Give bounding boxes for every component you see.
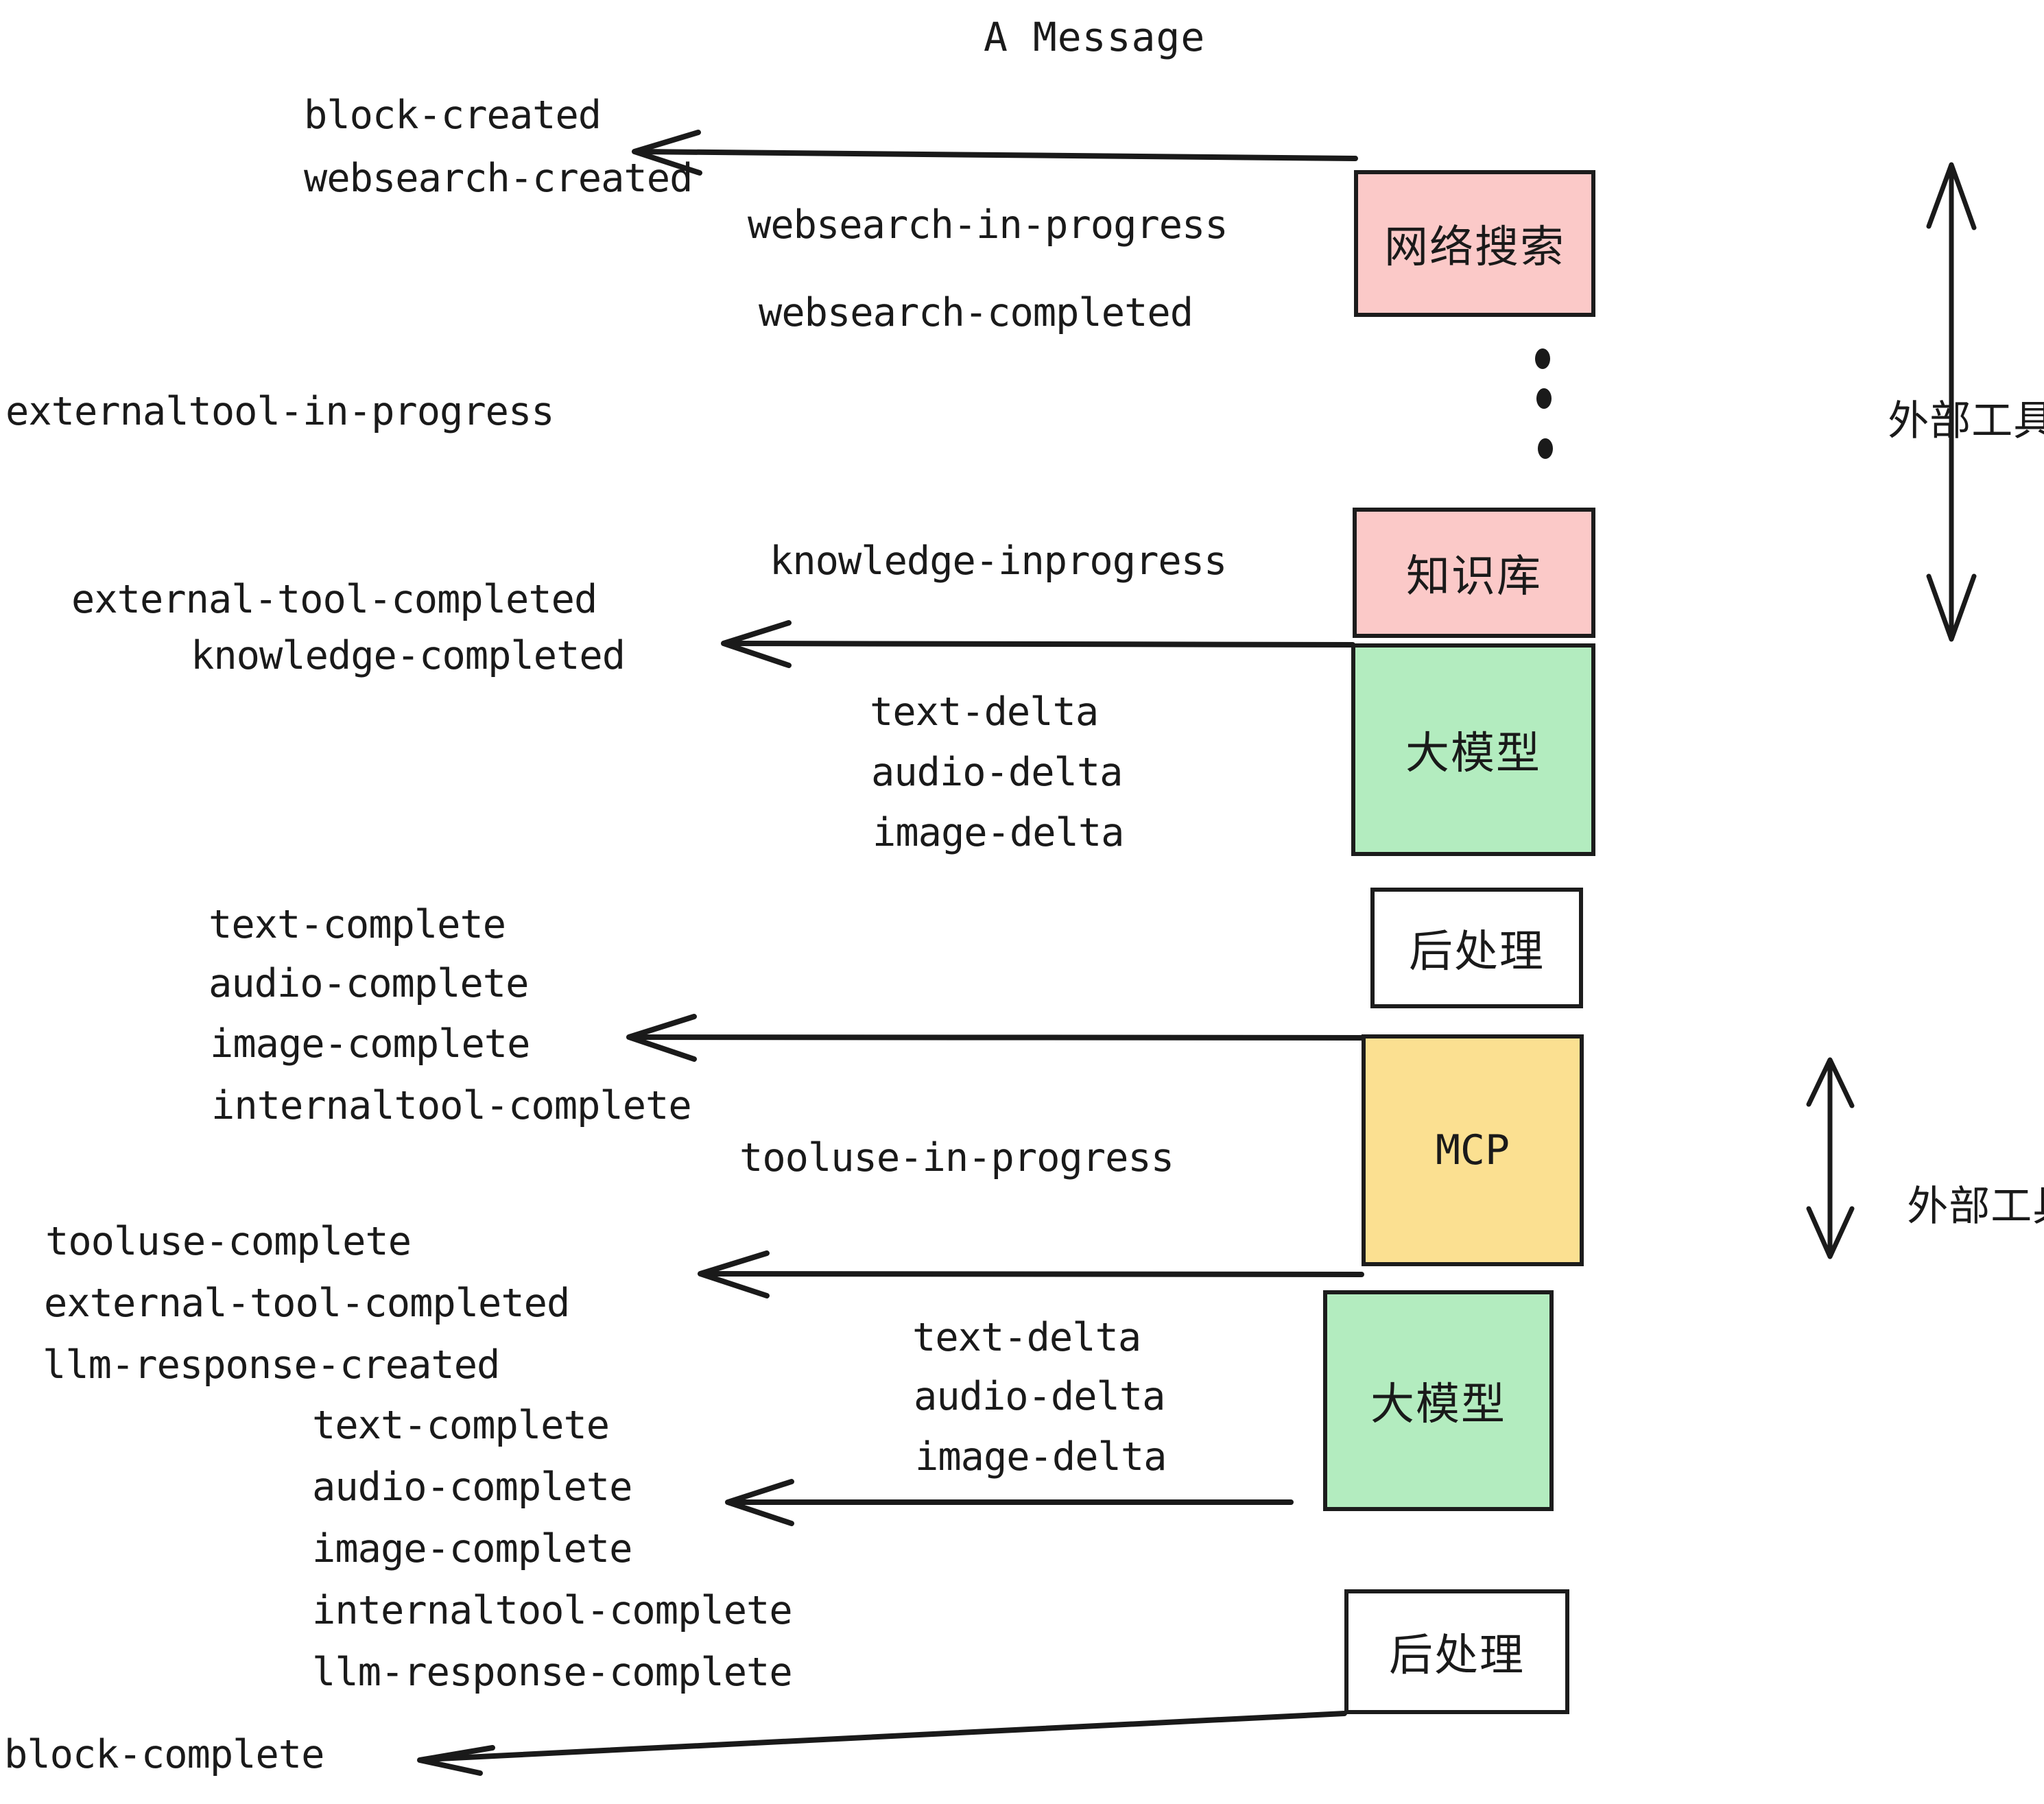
node-mcp[interactable]: MCP xyxy=(1362,1034,1584,1266)
event-external-tool-completed-2: external-tool-completed xyxy=(44,1281,570,1326)
node-postprocess-bottom[interactable]: 后处理 xyxy=(1344,1589,1569,1714)
side-label-external-tool-bottom: 外部工具 xyxy=(1852,1125,2044,1281)
arrow-postprocess-top-to-events xyxy=(626,1014,1375,1062)
node-llm-bottom-label: 大模型 xyxy=(1370,1379,1506,1430)
node-llm-top-label: 大模型 xyxy=(1405,728,1541,779)
arrow-knowledge-to-events xyxy=(721,620,1355,668)
node-llm-bottom[interactable]: 大模型 xyxy=(1323,1290,1554,1511)
node-knowledge[interactable]: 知识库 xyxy=(1353,508,1595,638)
ellipsis-dot-3 xyxy=(1538,438,1553,459)
side-label-external-tool-top: 外部工具 xyxy=(1833,340,2044,495)
event-image-complete-2: image-complete xyxy=(312,1526,632,1571)
event-knowledge-completed: knowledge-completed xyxy=(191,633,626,678)
arrow-postprocess-bottom-to-block-complete xyxy=(417,1711,1347,1776)
event-audio-delta-2: audio-delta xyxy=(914,1374,1165,1419)
event-audio-complete-2: audio-complete xyxy=(312,1464,632,1510)
event-text-delta-2: text-delta xyxy=(912,1315,1141,1360)
event-llm-response-created: llm-response-created xyxy=(43,1342,500,1388)
event-block-complete: block-complete xyxy=(4,1732,324,1777)
node-postprocess-bottom-label: 后处理 xyxy=(1389,1630,1525,1681)
event-knowledge-inprogress: knowledge-inprogress xyxy=(770,538,1227,584)
event-llm-response-complete: llm-response-complete xyxy=(312,1650,793,1695)
event-text-complete-2: text-complete xyxy=(312,1403,610,1448)
event-websearch-created: websearch-created xyxy=(304,156,693,201)
event-internaltool-complete-1: internaltool-complete xyxy=(211,1083,692,1128)
external-tool-bracket-top xyxy=(1926,162,1977,642)
node-knowledge-label: 知识库 xyxy=(1406,551,1542,602)
ellipsis-dot-2 xyxy=(1536,388,1552,409)
event-image-complete-1: image-complete xyxy=(210,1021,530,1067)
arrow-websearch-to-events xyxy=(632,130,1358,176)
event-websearch-completed: websearch-completed xyxy=(759,290,1193,335)
event-image-delta-1: image-delta xyxy=(872,810,1124,855)
event-audio-complete-1: audio-complete xyxy=(209,961,529,1006)
node-mcp-label: MCP xyxy=(1435,1126,1510,1174)
arrow-llm-bottom-to-events xyxy=(725,1479,1294,1526)
event-externaltool-in-progress: externaltool-in-progress xyxy=(5,389,555,434)
event-audio-delta-1: audio-delta xyxy=(871,750,1123,795)
event-block-created: block-created xyxy=(304,93,602,138)
node-websearch-label: 网络搜索 xyxy=(1384,222,1565,273)
node-postprocess-top[interactable]: 后处理 xyxy=(1370,888,1583,1008)
event-tooluse-in-progress: tooluse-in-progress xyxy=(739,1135,1174,1180)
node-llm-top[interactable]: 大模型 xyxy=(1351,643,1595,856)
event-websearch-in-progress: websearch-in-progress xyxy=(748,202,1228,248)
event-image-delta-2: image-delta xyxy=(915,1434,1167,1480)
arrow-mcp-to-events xyxy=(698,1250,1364,1298)
diagram-title: A Message xyxy=(984,14,1206,60)
event-tooluse-complete: tooluse-complete xyxy=(45,1219,412,1264)
ellipsis-dot-1 xyxy=(1535,348,1550,369)
side-label-external-tool-top-text: 外部工具 xyxy=(1888,397,2044,445)
event-text-complete-1: text-complete xyxy=(209,902,506,947)
event-text-delta-1: text-delta xyxy=(870,689,1099,735)
node-postprocess-top-label: 后处理 xyxy=(1409,927,1545,977)
side-label-external-tool-bottom-text: 外部工具 xyxy=(1907,1183,2044,1231)
event-internaltool-complete-2: internaltool-complete xyxy=(312,1588,793,1633)
node-websearch[interactable]: 网络搜索 xyxy=(1354,170,1595,317)
external-tool-bracket-bottom xyxy=(1806,1057,1855,1259)
event-external-tool-completed-1: external-tool-completed xyxy=(71,577,597,622)
